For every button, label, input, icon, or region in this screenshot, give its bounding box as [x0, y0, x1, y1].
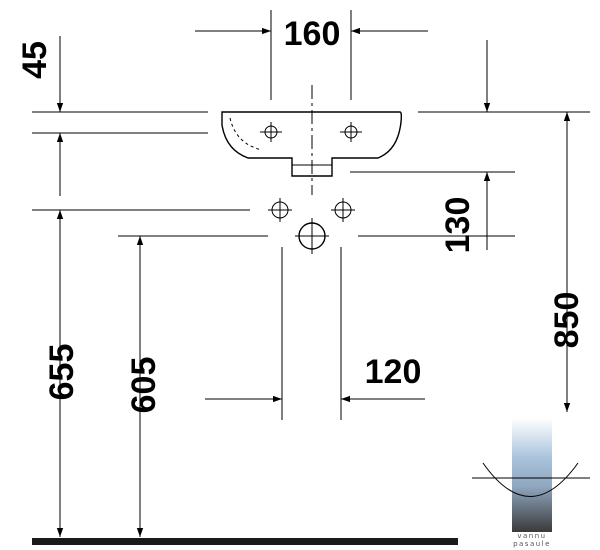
dim-label-120: 120	[365, 353, 422, 391]
watermark-logo: vannu pasaule	[462, 412, 600, 550]
basin	[221, 111, 403, 177]
tap-hole-right-symbol	[340, 122, 362, 142]
dim-label-605: 605	[125, 357, 163, 414]
floor-line	[32, 538, 458, 545]
watermark-text-line1: vannu	[517, 532, 546, 540]
tap-hole-left-symbol	[260, 122, 282, 142]
dim-label-130: 130	[439, 197, 477, 254]
dim-label-45: 45	[16, 41, 54, 79]
fixing-bolts	[268, 198, 355, 222]
waste-outlet	[295, 218, 329, 254]
dim-label-655: 655	[43, 344, 81, 401]
dim-label-850: 850	[548, 292, 586, 349]
watermark-logo-arc	[482, 462, 579, 497]
watermark-logo-bar	[512, 418, 552, 532]
dim-label-160: 160	[284, 15, 341, 53]
watermark-text-line2: pasaule	[513, 540, 551, 548]
